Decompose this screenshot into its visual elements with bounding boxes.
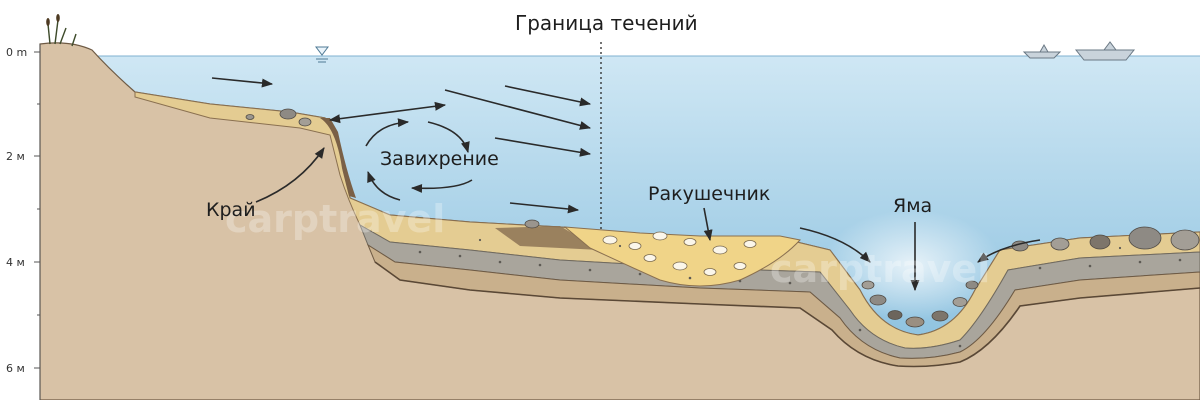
edge-label: Край [206, 199, 256, 221]
edge-silt [320, 118, 356, 198]
depth-tick-label: 4 м [6, 256, 25, 269]
water-level-icon [315, 46, 329, 63]
watermark: carptravel [770, 247, 990, 291]
bottom-line [374, 261, 1200, 368]
eddy-label: Завихрение [380, 148, 499, 170]
shell-icons [602, 231, 757, 276]
shell-bed-label: Ракушечник [648, 183, 770, 205]
watermark: carptravel [225, 197, 445, 241]
gravel-dots [418, 238, 1182, 348]
depth-tick-label: 0 m [6, 46, 27, 59]
depth-tick-label: 2 м [6, 150, 25, 163]
flow-arrows [211, 77, 1041, 292]
pit-glow [822, 210, 1002, 320]
depth-axis: 0 m 2 м 4 м 6 м [6, 44, 41, 400]
pit-label: Яма [893, 195, 932, 217]
silt-patch [495, 226, 600, 250]
reed-icon [46, 14, 77, 47]
boat-icon [1022, 41, 1136, 61]
boundary-label: Граница течений [515, 11, 698, 35]
depth-tick-label: 6 м [6, 362, 25, 375]
shell-bed-lens [563, 226, 801, 287]
stone-icons [245, 108, 1200, 328]
